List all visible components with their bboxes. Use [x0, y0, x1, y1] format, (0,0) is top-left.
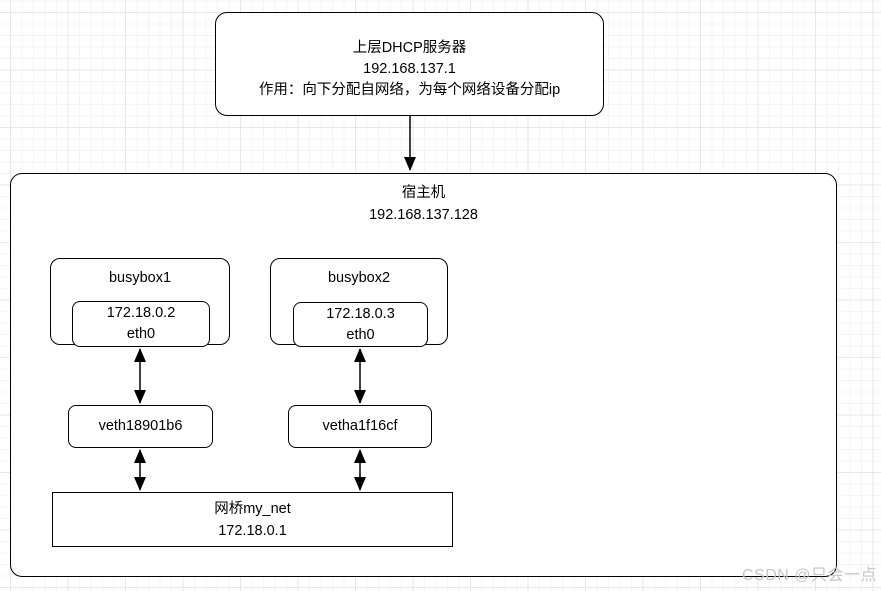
csdn-watermark: CSDN @只会一点	[741, 567, 877, 584]
busybox2-ip: 172.18.0.3	[326, 305, 395, 322]
container-busybox1-name: busybox1	[108, 270, 172, 286]
dhcp-server-title: 上层DHCP服务器	[352, 39, 467, 56]
veth1-box: veth18901b6	[68, 405, 213, 448]
dhcp-server-description: 作用：向下分配自网络，为每个网络设备分配ip	[258, 81, 561, 98]
veth1-name: veth18901b6	[98, 418, 183, 434]
busybox2-interface: eth0	[346, 326, 375, 343]
host-ip: 192.168.137.128	[369, 207, 478, 223]
dhcp-server-box: 上层DHCP服务器 192.168.137.1 作用：向下分配自网络，为每个网络…	[215, 12, 604, 116]
veth2-box: vetha1f16cf	[288, 405, 432, 448]
bridge-box: 网桥my_net 172.18.0.1	[52, 492, 453, 547]
container-busybox2-name: busybox2	[327, 270, 391, 286]
host-title: 宿主机	[401, 185, 446, 201]
busybox2-eth0-box: 172.18.0.3 eth0	[293, 302, 428, 347]
container-busybox1-box: busybox1 172.18.0.2 eth0	[50, 258, 230, 347]
busybox1-ip: 172.18.0.2	[106, 305, 176, 321]
container-busybox2-box: busybox2 172.18.0.3 eth0	[270, 258, 448, 347]
veth2-name: vetha1f16cf	[322, 418, 398, 434]
bridge-name: 网桥my_net	[214, 500, 291, 517]
dhcp-server-ip: 192.168.137.1	[363, 60, 456, 77]
busybox1-eth0-box: 172.18.0.2 eth0	[72, 301, 210, 347]
bridge-ip: 172.18.0.1	[218, 522, 287, 539]
busybox1-interface: eth0	[126, 326, 156, 342]
